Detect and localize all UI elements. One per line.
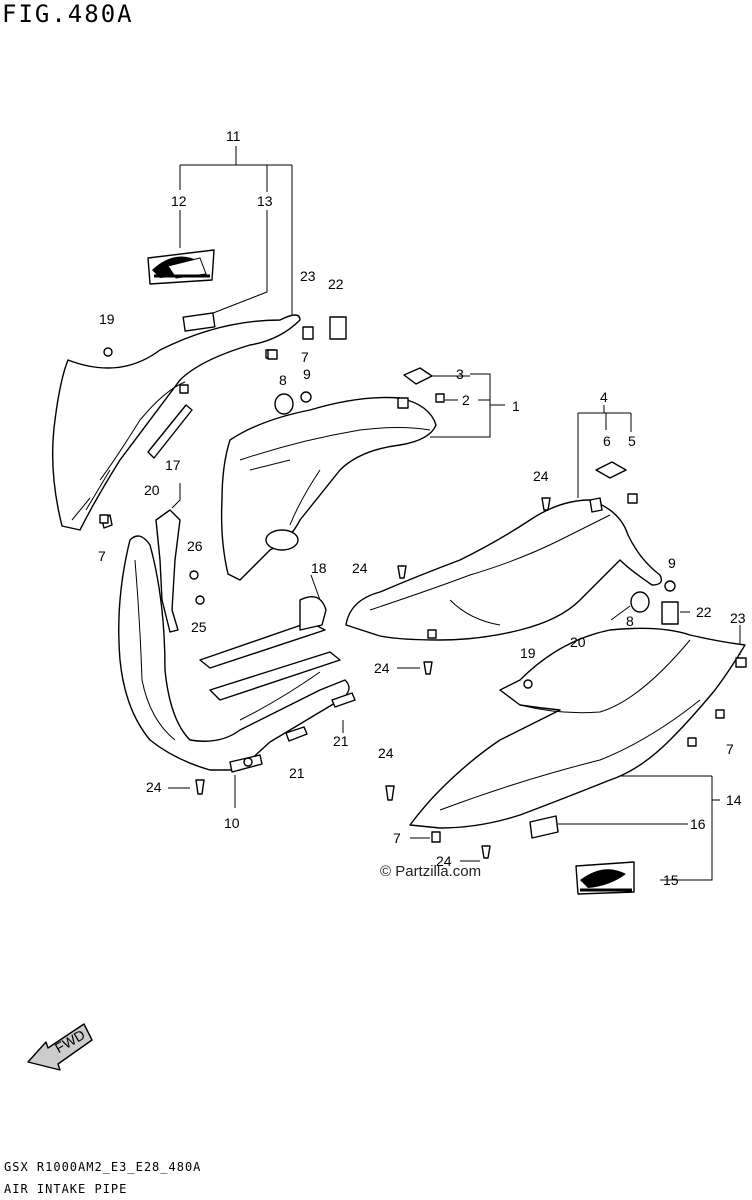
label-2: [435, 393, 445, 403]
left-lower-panel: [118, 509, 350, 773]
label-3: [403, 367, 433, 385]
callout-numbers: 1 2 3 4 5 6 7 7 7 7 8 8 9 9 10 11 12 13 …: [98, 128, 746, 888]
left-upper-cover: [51, 314, 301, 531]
callout-25: 25: [191, 619, 207, 635]
callout-10: 10: [224, 815, 240, 831]
callout-22a: 22: [328, 276, 344, 292]
watermark: © Partzilla.com: [380, 863, 482, 880]
figure-title: FIG.480A: [2, 0, 134, 28]
callout-16: 16: [690, 816, 706, 832]
strip-16: [529, 815, 559, 839]
callout-18: 18: [311, 560, 327, 576]
callout-24d: 24: [146, 779, 162, 795]
callout-8b: 8: [626, 613, 634, 629]
callout-24e: 24: [378, 745, 394, 761]
callout-7c: 7: [726, 741, 734, 757]
fwd-arrow-icon: FWD: [27, 1023, 93, 1071]
fasteners: [99, 347, 747, 859]
callout-7b: 7: [98, 548, 106, 564]
emblem-decal-icon: [147, 249, 215, 285]
label-22-right: [661, 601, 679, 625]
callout-9a: 9: [303, 366, 311, 382]
callout-23a: 23: [300, 268, 316, 284]
callout-7d: 7: [393, 830, 401, 846]
callout-24f: 24: [436, 853, 452, 869]
strip-21a: [331, 692, 356, 708]
callout-15: 15: [663, 872, 679, 888]
callout-24b: 24: [352, 560, 368, 576]
callout-13: 13: [257, 193, 273, 209]
callout-3: 3: [456, 366, 464, 382]
strip-20: [147, 404, 193, 459]
footer-code: GSX R1000AM2_E3_E28_480A: [4, 1160, 202, 1174]
callout-21a: 21: [333, 733, 349, 749]
footer-name: AIR INTAKE PIPE: [4, 1182, 128, 1196]
callout-2: 2: [462, 392, 470, 408]
callout-21b: 21: [289, 765, 305, 781]
callout-20b: 20: [570, 634, 586, 650]
callout-23b: 23: [730, 610, 746, 626]
air-intake-duct-center: [220, 396, 437, 581]
callout-24c: 24: [374, 660, 390, 676]
grommet-8-right: [630, 591, 650, 613]
emblem-decal-15-icon: [575, 861, 635, 895]
callout-8a: 8: [279, 372, 287, 388]
callout-17: 17: [165, 457, 181, 473]
callout-14: 14: [726, 792, 742, 808]
callout-6: 6: [603, 433, 611, 449]
callout-11: 11: [226, 128, 241, 144]
strip-21b: [285, 726, 308, 742]
label-sticker-13: [182, 312, 216, 332]
callout-26: 26: [187, 538, 203, 554]
callout-19a: 19: [99, 311, 115, 327]
label-6: [595, 461, 627, 479]
callout-7a: 7: [301, 349, 309, 365]
label-23-top: [302, 326, 314, 340]
callout-20a: 20: [144, 482, 160, 498]
callout-1: 1: [512, 398, 520, 414]
callout-9b: 9: [668, 555, 676, 571]
label-22-top: [329, 316, 347, 340]
air-intake-duct-right: [345, 497, 663, 641]
callout-24a: 24: [533, 468, 549, 484]
callout-4: 4: [600, 389, 608, 405]
callout-19b: 19: [520, 645, 536, 661]
callout-12: 12: [171, 193, 187, 209]
label-5: [627, 493, 638, 504]
right-lower-cover: [409, 627, 746, 829]
callout-5: 5: [628, 433, 636, 449]
callout-22b: 22: [696, 604, 712, 620]
